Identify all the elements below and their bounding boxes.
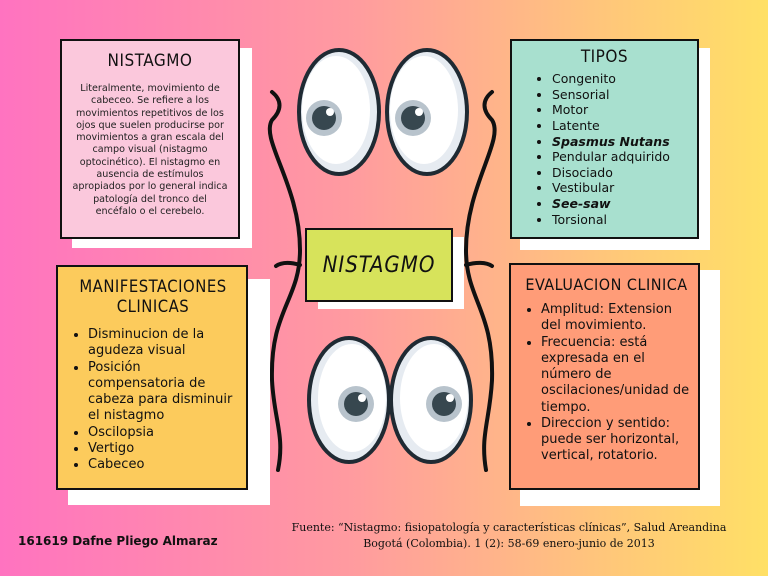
eye-icon — [389, 336, 473, 464]
manifestacion-item: Disminucion de la agudeza visual — [88, 327, 238, 360]
tipo-item: Spasmus Nutans — [552, 134, 687, 150]
manifestaciones-card: MANIFESTACIONES CLINICAS Disminucion de … — [56, 265, 248, 490]
tipo-item: Sensorial — [552, 87, 687, 103]
eye-icon — [297, 48, 381, 176]
manifestacion-item: Cabeceo — [88, 457, 238, 473]
tipos-card: TIPOS CongenitoSensorialMotorLatenteSpas… — [510, 39, 699, 239]
manifestacion-item: Vertigo — [88, 441, 238, 457]
evaluacion-card-title: EVALUACION CLINICA — [525, 275, 688, 294]
tipos-card-title: TIPOS — [580, 47, 629, 67]
source-citation: Fuente: “Nistagmo: fisiopatología y cara… — [264, 520, 754, 552]
center-title-card: NISTAGMO — [305, 228, 453, 302]
tipo-item: Congenito — [552, 71, 687, 87]
tipo-item: Vestibular — [552, 180, 687, 196]
tipo-item: Motor — [552, 102, 687, 118]
tipo-item: Disociado — [552, 165, 687, 181]
evaluacion-item: Frecuencia: está expresada en el número … — [541, 335, 692, 416]
tipos-list: CongenitoSensorialMotorLatenteSpasmus Nu… — [532, 71, 687, 227]
manifestacion-item: Posición compensatoria de cabeza para di… — [88, 360, 238, 425]
manifestacion-item: Oscilopsia — [88, 425, 238, 441]
center-title: NISTAGMO — [322, 252, 436, 278]
evaluacion-item: Direccion y sentido: puede ser horizonta… — [541, 416, 692, 465]
connector-right-branch — [464, 260, 494, 268]
evaluacion-list: Amplitud: Extension del movimiento.Frecu… — [521, 302, 692, 465]
tipo-item: Torsional — [552, 212, 687, 228]
manifestaciones-card-title: MANIFESTACIONES CLINICAS — [79, 277, 227, 316]
nistagmo-definition-card: NISTAGMO Literalmente, movimiento de cab… — [60, 39, 240, 239]
eye-icon — [385, 48, 469, 176]
connector-left-branch — [274, 260, 302, 268]
author-credit: 161619 Dafne Pliego Almaraz — [18, 534, 218, 548]
source-line-2: Bogotá (Colombia). 1 (2): 58-69 enero-ju… — [363, 537, 655, 550]
nistagmo-card-title: NISTAGMO — [107, 51, 193, 71]
connector-right-bracket — [463, 90, 497, 472]
manifestaciones-list: Disminucion de la agudeza visualPosición… — [68, 327, 238, 473]
tipo-item: Latente — [552, 118, 687, 134]
connector-left-bracket — [267, 90, 303, 472]
evaluacion-card: EVALUACION CLINICA Amplitud: Extension d… — [509, 263, 700, 490]
tipo-item: Pendular adquirido — [552, 149, 687, 165]
eye-icon — [307, 336, 391, 464]
evaluacion-item: Amplitud: Extension del movimiento. — [541, 302, 692, 335]
nistagmo-definition-text: Literalmente, movimiento de cabeceo. Se … — [72, 83, 228, 217]
tipo-item: See-saw — [552, 196, 687, 212]
source-line-1: Fuente: “Nistagmo: fisiopatología y cara… — [291, 521, 727, 534]
